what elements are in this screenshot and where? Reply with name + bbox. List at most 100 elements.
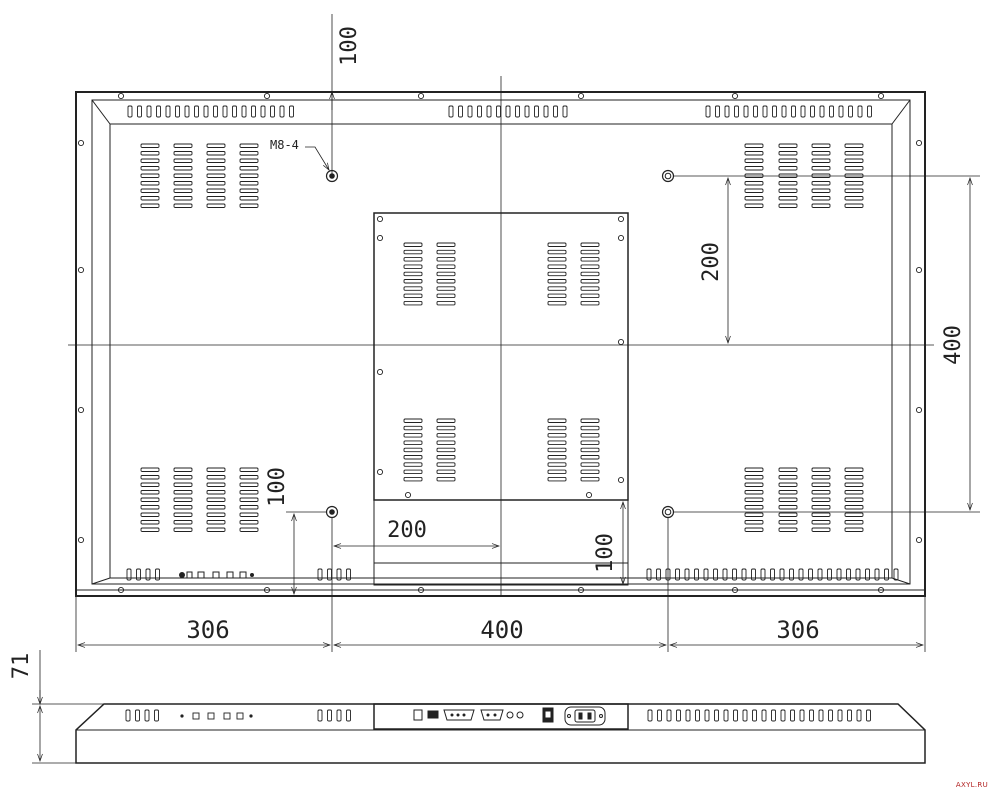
screw bbox=[877, 586, 885, 594]
grille-slot bbox=[844, 467, 864, 472]
screw bbox=[77, 139, 85, 147]
bevel-corner-br bbox=[891, 577, 911, 585]
grille-slot bbox=[844, 158, 864, 163]
box-grille-slot bbox=[547, 418, 567, 423]
grille-slot bbox=[140, 527, 160, 532]
vent-slot bbox=[346, 568, 351, 581]
grille-slot bbox=[206, 166, 226, 171]
vent-slot bbox=[279, 105, 285, 118]
grille-slot bbox=[140, 490, 160, 495]
grille-slot bbox=[173, 143, 193, 148]
screw bbox=[617, 338, 625, 346]
vent-slot bbox=[543, 105, 549, 118]
grille-slot bbox=[140, 505, 160, 510]
box-grille-slot bbox=[580, 242, 600, 247]
side-vent-slot bbox=[723, 709, 729, 722]
side-vent-slot bbox=[714, 709, 719, 722]
grille-slot bbox=[239, 467, 259, 472]
vent-slot bbox=[838, 105, 844, 118]
grille-slot bbox=[744, 497, 764, 502]
vent-slot bbox=[819, 105, 825, 118]
grille-slot bbox=[844, 143, 864, 148]
grille-slot bbox=[173, 166, 193, 171]
grille-slot bbox=[206, 527, 226, 532]
grille-slot bbox=[811, 181, 831, 186]
screw bbox=[77, 266, 85, 274]
vent-slot bbox=[524, 105, 530, 118]
vent-slot bbox=[289, 105, 294, 118]
grille-slot bbox=[173, 490, 193, 495]
box-grille-slot bbox=[580, 476, 600, 482]
grille-slot bbox=[811, 475, 831, 480]
vent-slot bbox=[656, 568, 661, 581]
screw bbox=[915, 406, 923, 414]
vent-slot bbox=[496, 105, 501, 118]
vent-slot bbox=[317, 568, 323, 581]
box-grille-slot bbox=[403, 242, 423, 247]
side-io-indicator bbox=[192, 712, 200, 720]
grille-slot bbox=[206, 188, 226, 193]
grille-slot bbox=[778, 482, 798, 487]
vent-slot bbox=[127, 105, 133, 118]
grille-slot bbox=[239, 188, 259, 193]
grille-slot bbox=[844, 181, 864, 186]
box-grille-slot bbox=[547, 462, 567, 467]
vent-slot bbox=[684, 568, 690, 581]
grille-slot bbox=[206, 505, 226, 510]
side-vent-slot bbox=[818, 709, 824, 722]
box-grille-slot bbox=[403, 433, 423, 438]
grille-slot bbox=[206, 482, 226, 487]
vesa-hole-bottom-left bbox=[325, 505, 339, 519]
vent-slot bbox=[241, 105, 247, 118]
grille-slot bbox=[811, 158, 831, 163]
box-grille-slot bbox=[403, 286, 423, 291]
box-grille-slot bbox=[403, 462, 423, 467]
box-grille-slot bbox=[547, 242, 567, 247]
side-vent-slot bbox=[154, 709, 159, 722]
side-vent-slot bbox=[125, 709, 131, 722]
grille-slot bbox=[811, 467, 831, 472]
grille-slot bbox=[844, 505, 864, 510]
grille-slot bbox=[744, 188, 764, 193]
vent-slot bbox=[874, 568, 880, 581]
vent-slot bbox=[137, 105, 142, 118]
vent-slot bbox=[713, 568, 718, 581]
box-grille-slot bbox=[436, 440, 456, 445]
box-grille-slot bbox=[580, 264, 600, 269]
vent-slot bbox=[893, 568, 899, 581]
side-io-indicator bbox=[180, 714, 184, 718]
vent-slot bbox=[165, 105, 171, 118]
side-profile bbox=[75, 703, 926, 764]
dim-bottom-left-offset: 100 bbox=[265, 467, 290, 507]
grille-slot bbox=[173, 497, 193, 502]
box-grille-slot bbox=[403, 425, 423, 431]
box-grille-slot bbox=[403, 271, 423, 277]
box-grille-slot bbox=[580, 249, 600, 255]
screw bbox=[731, 586, 739, 594]
grille-slot bbox=[173, 482, 193, 487]
grille-slot bbox=[811, 497, 831, 502]
grille-slot bbox=[173, 151, 193, 156]
grille-slot bbox=[239, 482, 259, 487]
vent-slot bbox=[865, 568, 870, 581]
side-vent-slot bbox=[733, 709, 738, 722]
vent-slot bbox=[827, 568, 832, 581]
connectors bbox=[413, 706, 606, 726]
box-grille-slot bbox=[436, 425, 456, 431]
grille-slot bbox=[173, 181, 193, 186]
screw bbox=[915, 536, 923, 544]
box-grille-slot bbox=[436, 476, 456, 482]
box-grille-slot bbox=[436, 264, 456, 269]
grille-slot bbox=[140, 467, 160, 472]
grille-slot bbox=[811, 490, 831, 495]
box-grille-slot bbox=[436, 433, 456, 438]
vent-slot bbox=[703, 568, 709, 581]
screw bbox=[915, 266, 923, 274]
box-grille-slot bbox=[580, 300, 600, 306]
side-vent-slot bbox=[856, 709, 862, 722]
box-grille-slot bbox=[547, 469, 567, 475]
vent-slot bbox=[760, 568, 766, 581]
vent-slot bbox=[336, 568, 342, 581]
box-grille-slot bbox=[436, 469, 456, 475]
screw bbox=[617, 215, 625, 223]
